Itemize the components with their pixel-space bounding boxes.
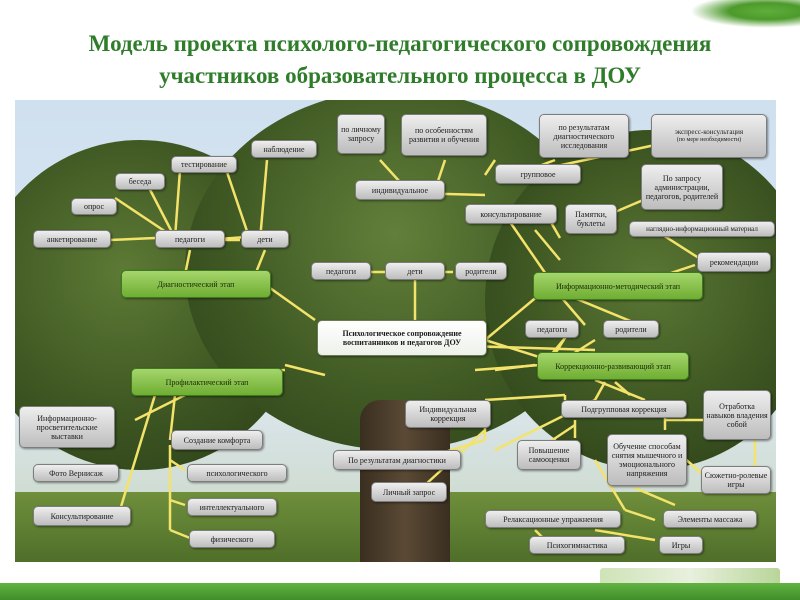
node-pedagogi-metod: педагоги [525,320,579,338]
node-sozdanie-komforta: Создание комфорта [171,430,263,450]
node-pamyatki: Памятки, буклеты [565,204,617,234]
node-psihologicheskogo: психологического [187,464,287,482]
node-konsultirovanie: Консультирование [33,506,131,526]
title-line-2: участников образовательного процесса в Д… [159,63,641,88]
node-center-soprovozhdenie: Психологическое сопровождение воспитанни… [317,320,487,356]
node-roditeli-center: родители [455,262,507,280]
node-rekomendacii: рекомендации [697,252,771,272]
node-intellektualnogo: интеллектуального [187,498,277,516]
node-profilakticheskiy-etap: Профилактический этап [131,368,283,396]
node-obuchenie-sposobam: Обучение способам снятия мышечного и эмо… [607,434,687,486]
page-title: Модель проекта психолого-педагогического… [20,28,780,92]
tree-diagram: по личному запросу по особенностям разви… [15,100,776,562]
node-beseda: беседа [115,173,165,190]
node-otrabotka-navykov: Отработка навыков владения собой [703,390,771,440]
node-korrekcionno-razvivayushiy-etap: Коррекционно-развивающий этап [537,352,689,380]
title-line-1: Модель проекта психолого-педагогического… [88,31,712,56]
node-deti-center: дети [385,262,445,280]
node-elementy-massazha: Элементы массажа [663,510,757,528]
node-podgruppovaya-korrekciya: Подгрупповая коррекция [561,400,687,418]
express-label: экспресс-консультация [674,128,744,136]
node-fizicheskogo: физического [189,530,275,548]
node-po-rezultatam-issledovaniya: по результатам диагностического исследов… [539,114,629,158]
node-po-zaprosu: По запросу администрации, педагогов, род… [641,164,723,210]
node-po-osobennostyam: по особенностям развития и обучения [401,114,487,156]
node-info-prosvet-vystavki: Информационно-просветительские выставки [19,406,115,448]
node-pedagogi-diag: педагоги [155,230,225,248]
node-gruppovoe: групповое [495,164,581,184]
footer-bar [0,583,800,600]
node-roditeli-metod: родители [603,320,659,338]
node-igry: Игры [659,536,703,554]
node-diagnosticheskiy-etap: Диагностический этап [121,270,271,298]
node-naglyadno-info: наглядно-информационный материал [629,221,775,237]
node-opros: опрос [71,198,117,215]
node-individualnoe: индивидуальное [355,180,445,200]
node-konsultirovanie-small: консультирование [465,204,557,224]
node-anketirovanie: анкетирование [33,230,111,248]
node-psihogimnastika: Психогимнастика [529,536,625,554]
node-deti-diag: дети [241,230,289,248]
node-po-lichnomu-zaprosu: по личному запросу [337,114,385,154]
node-po-rezultatam-diagnostiki: По результатам диагностики [333,450,461,470]
node-relaksacionnye: Релаксационные упражнения [485,510,621,528]
node-lichny-zapros: Личный запрос [371,482,447,502]
node-povyshenie-samoocenki: Повышение самооценки [517,440,581,470]
node-syuzhetno-rolevye: Сюжетно-ролевые игры [701,466,771,494]
node-testirovanie: тестирование [171,156,237,173]
node-nablyudenie: наблюдение [251,140,317,158]
node-foto-vernisazh: Фото Вернисаж [33,464,119,482]
node-individualnaya-korrekciya: Индивидуальная коррекция [405,400,491,428]
node-info-metod-etap: Информационно-методический этап [533,272,703,300]
node-pedagogi-center: педагоги [311,262,371,280]
express-note: (по мере необходимости) [676,137,742,143]
corner-leaves-decoration [690,0,800,28]
node-express-konsultaciya: экспресс-консультация (по мере необходим… [651,114,767,158]
